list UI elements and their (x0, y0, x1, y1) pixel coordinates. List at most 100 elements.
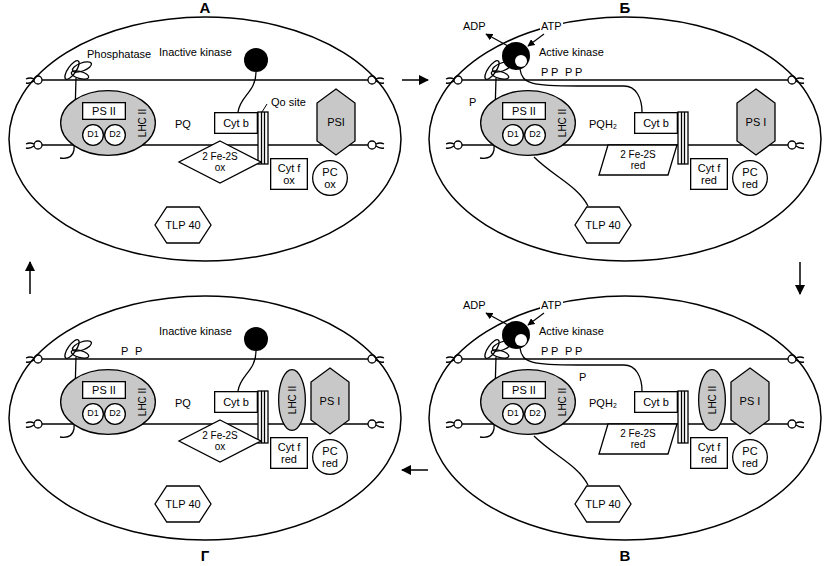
box-outline (215, 392, 258, 413)
node-label: PS II (84, 105, 124, 117)
lhc-complex: LHC IIPS IID1D2 (480, 369, 576, 435)
lhc-ellipse: LHC II (278, 369, 306, 431)
annotation-label: ADP (462, 299, 487, 312)
box-outline (83, 103, 126, 120)
drawing-part (528, 313, 544, 325)
stage-panel: ВLHC IIPS IID1D2Cyt b2 Fe-2S redCyt f re… (428, 294, 822, 566)
fes-diamond: 2 Fe-2S ox (178, 419, 262, 463)
protein-circle: D1 (502, 124, 524, 146)
node-label: PS I (740, 116, 772, 128)
panel-c-art (446, 313, 804, 485)
node-label: Cyt b (636, 396, 676, 408)
box-outline (635, 392, 678, 413)
node-label: TLP 40 (162, 219, 204, 231)
node-label: TLP 40 (582, 219, 624, 231)
ellipse-outline (279, 370, 306, 431)
stage-panel: БLHC IIPS IID1D2Cyt b2 Fe-2S redCyt f re… (428, 0, 822, 262)
box-outline (635, 113, 678, 134)
ps-hexagon: PS I (730, 367, 770, 435)
node-label: TLP 40 (582, 498, 624, 510)
ellipse-outline (313, 161, 348, 196)
node-label: PSI (320, 116, 352, 128)
node-label: 2 Fe-2S ox (198, 430, 242, 452)
node-label: Cyt f red (694, 441, 724, 465)
cyt-box: Cyt b (634, 391, 678, 413)
drawing-part (262, 104, 267, 112)
ps-box: PS II (82, 381, 126, 399)
drawing-part (244, 48, 268, 72)
box-outline (83, 382, 126, 399)
annotation-label: PQ (174, 118, 192, 131)
pc-circle: PC red (732, 439, 768, 475)
annotation-label: Phosphatase (86, 48, 152, 61)
ellipse-outline (313, 440, 348, 475)
node-label: LHC II (137, 388, 148, 416)
pc-circle: PC ox (312, 160, 348, 196)
node-label: D2 (106, 409, 124, 419)
polygon-outline (179, 141, 261, 183)
cyt-box: Cyt f red (270, 437, 308, 469)
polygon-outline (575, 207, 631, 243)
fes-parallelogram: 2 Fe-2S red (598, 144, 678, 176)
ellipse-outline (83, 404, 104, 425)
protein-circle: D2 (524, 124, 546, 146)
tlp-hexagon: TLP 40 (574, 485, 632, 523)
node-label: D1 (84, 130, 102, 140)
polygon-outline (599, 424, 677, 454)
node-label: 2 Fe-2S red (615, 149, 661, 171)
phospho-mark: P (540, 345, 549, 358)
cyt-box: Cyt b (214, 391, 258, 413)
box-outline (691, 438, 728, 469)
cycle-arrow (402, 469, 428, 471)
node-label: 2 Fe-2S red (615, 428, 661, 450)
cycle-arrow (799, 262, 801, 294)
panel-d-art (26, 327, 384, 443)
drawing-part (528, 34, 544, 46)
node-label: D1 (504, 130, 522, 140)
node-label: PS II (84, 384, 124, 396)
node-label: D2 (526, 130, 544, 140)
drawing-part (238, 351, 256, 391)
panel-letter: Б (428, 0, 822, 16)
phospho-mark: P (578, 371, 587, 384)
panel-ellipse (429, 17, 821, 261)
annotation-label: PQH₂ (588, 118, 618, 131)
annotation-label: Active kinase (538, 46, 605, 59)
panel-b-art (446, 34, 804, 206)
annotation-label: PQH₂ (588, 397, 618, 410)
node-label: D2 (526, 409, 544, 419)
protein-circle: D1 (82, 403, 104, 425)
protein-circle: D1 (82, 124, 104, 146)
cycle-arrow (29, 262, 31, 294)
panel-ellipse (9, 296, 401, 540)
ellipse-outline (481, 91, 576, 156)
phospho-mark: P (550, 345, 559, 358)
polygon-outline (155, 207, 211, 243)
drawing-part (486, 313, 508, 325)
node-label: PS I (314, 395, 346, 407)
lhc-complex: LHC IIPS IID1D2 (60, 90, 156, 156)
node-label: Cyt f red (274, 441, 304, 465)
ellipse-outline (105, 404, 126, 425)
protein-circle: D2 (104, 403, 126, 425)
phospho-mark: P (564, 66, 573, 79)
ellipse-outline (525, 125, 546, 146)
polygon-outline (731, 368, 769, 434)
phospho-mark: P (134, 345, 143, 358)
box-outline (691, 159, 728, 190)
node-label: D1 (84, 409, 102, 419)
annotation-label: Active kinase (538, 325, 605, 338)
node-label: Cyt f red (694, 162, 724, 186)
node-label: Cyt b (216, 117, 256, 129)
panel-a-art (26, 48, 384, 164)
box-outline (503, 382, 546, 399)
ellipse-outline (61, 370, 156, 435)
tlp-hexagon: TLP 40 (154, 485, 212, 523)
node-label: 2 Fe-2S ox (198, 151, 242, 173)
stage-panel: ГLHC IIPS IID1D2Cyt b2 Fe-2S oxCyt f red… (8, 294, 402, 566)
node-label: PC red (737, 445, 763, 469)
cyt-box: Cyt f red (690, 437, 728, 469)
annotation-label: ADP (462, 20, 487, 33)
